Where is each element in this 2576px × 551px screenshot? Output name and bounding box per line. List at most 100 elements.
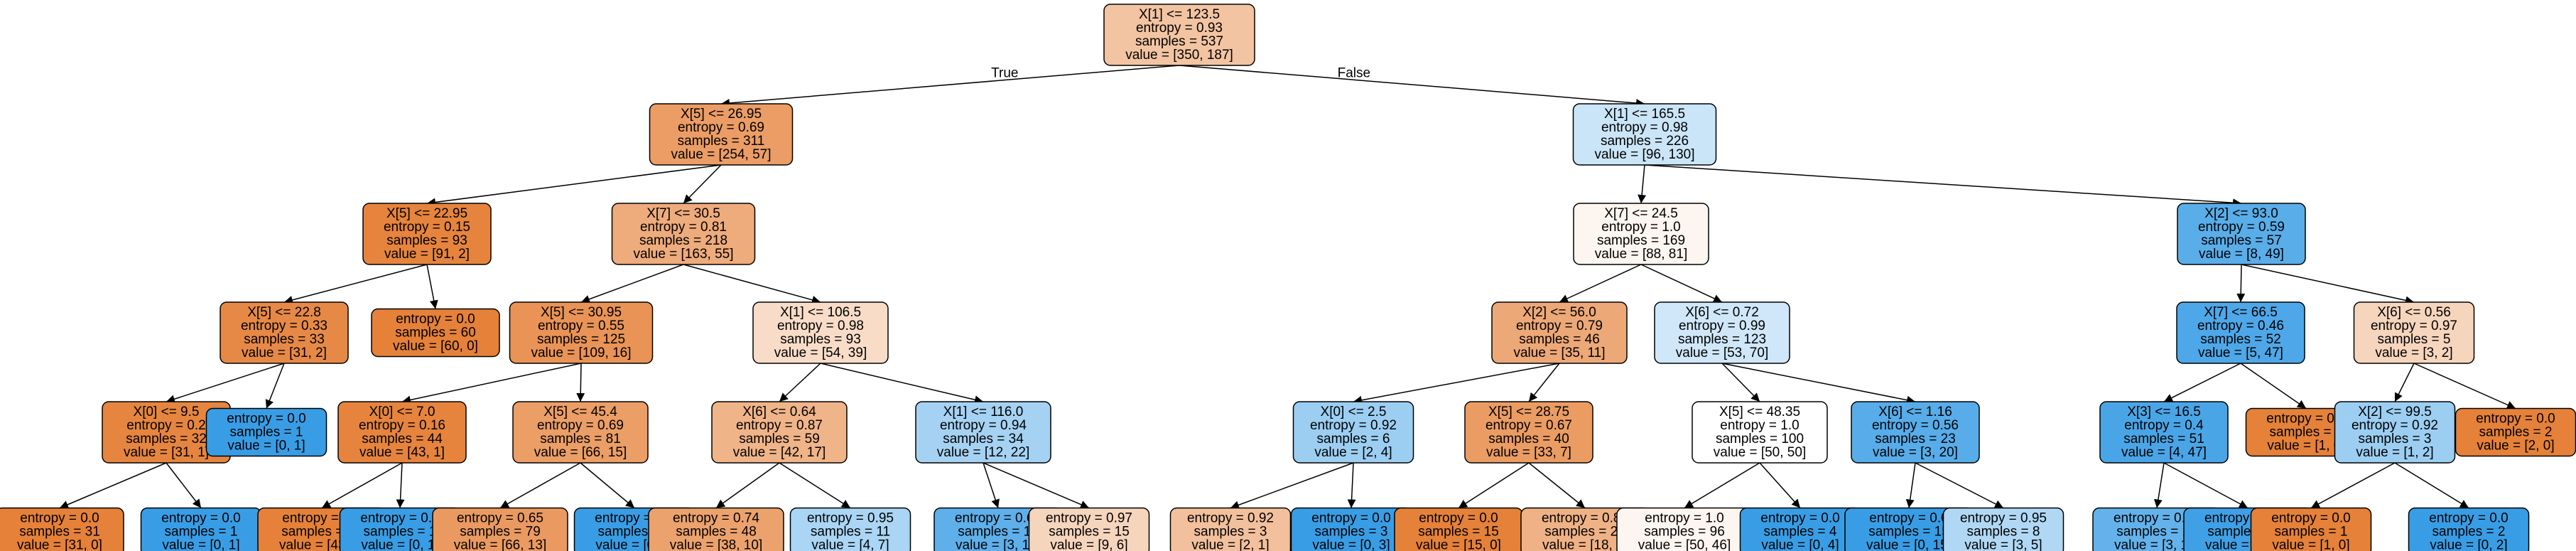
tree-edge xyxy=(1559,264,1642,303)
tree-edge xyxy=(1640,264,1723,303)
node-text-line: entropy = 0.16 xyxy=(359,418,445,433)
node-text-line: entropy = 0.81 xyxy=(640,220,727,235)
node-text-line: entropy = 0.93 xyxy=(1136,21,1223,36)
node-text-line: samples = 23 xyxy=(1875,432,1956,446)
node-box xyxy=(789,507,911,551)
node-text-line: value = [0, 2] xyxy=(2430,538,2507,551)
tree-edge xyxy=(1528,363,1560,402)
node-text-line: X[5] <= 30.95 xyxy=(541,305,622,320)
node-text-line: entropy = 0.0 xyxy=(20,511,99,526)
tree-edge xyxy=(1179,65,1645,107)
tree-edge xyxy=(401,363,582,405)
node-box xyxy=(1573,203,1709,265)
node-box xyxy=(2099,401,2229,464)
node-text-line: value = [0, 1] xyxy=(227,439,305,454)
tree-edge xyxy=(683,164,722,204)
tree-edge xyxy=(166,462,202,508)
node-text-line: entropy = 0.92 xyxy=(1187,511,1274,526)
node-text-line: entropy = 0.56 xyxy=(1872,418,1959,433)
node-box xyxy=(1572,103,1717,166)
node-text-line: value = [31, 1] xyxy=(124,445,209,460)
node-text-line: samples = 25 xyxy=(1544,525,1625,540)
node-text-line: samples = 1 xyxy=(230,425,303,440)
node-text-line: value = [38, 10] xyxy=(670,538,762,551)
node-text-line: value = [33, 7] xyxy=(1486,445,1571,460)
node-text-line: value = [4, 7] xyxy=(811,538,889,551)
node-text-line: samples = 93 xyxy=(386,233,467,248)
node-text-line: value = [54, 39] xyxy=(774,346,867,360)
node-box xyxy=(1103,4,1255,66)
node-text-line: X[2] <= 99.5 xyxy=(2358,405,2432,419)
tree-edge xyxy=(396,462,405,508)
tree-edge xyxy=(779,363,821,402)
tree-edge xyxy=(779,462,851,509)
tree-edge xyxy=(166,363,285,403)
tree-edge xyxy=(426,264,438,309)
node-box xyxy=(752,301,889,364)
node-text-line: samples = 15 xyxy=(1418,525,1499,540)
node-box xyxy=(371,308,500,358)
node-text-line: entropy = 0.74 xyxy=(673,511,759,526)
node-text-line: entropy = 0.0 xyxy=(2476,412,2555,427)
node-box xyxy=(2250,507,2372,551)
node-text-line: X[2] <= 56.0 xyxy=(1522,305,1596,320)
node-box xyxy=(2408,507,2530,551)
node-box xyxy=(1654,301,1790,364)
node-text-line: entropy = 0.69 xyxy=(678,120,764,135)
tree-edge xyxy=(1353,363,1560,405)
node-text-line: samples = 93 xyxy=(780,332,861,347)
tree-edge xyxy=(983,462,1000,508)
node-box xyxy=(711,401,848,464)
node-text-line: value = [4, 47] xyxy=(2121,445,2207,460)
node-text-line: entropy = 0.79 xyxy=(1516,319,1603,333)
node-box xyxy=(1028,507,1150,551)
node-text-line: entropy = 0.63 xyxy=(955,511,1041,526)
node-text-line: samples = 123 xyxy=(1678,332,1766,347)
node-text-line: X[1] <= 106.5 xyxy=(780,305,861,320)
node-box xyxy=(0,507,124,551)
tree-edge xyxy=(1347,462,1356,508)
node-text-line: X[0] <= 2.5 xyxy=(1321,405,1387,419)
tree-edge xyxy=(1528,462,1586,509)
node-text-line: value = [31, 2] xyxy=(242,346,327,360)
node-text-line: value = [3, 5] xyxy=(1964,538,2042,551)
node-box xyxy=(1692,401,1828,464)
node-text-line: value = [0, 4] xyxy=(1761,538,1839,551)
node-text-line: entropy = 0.4 xyxy=(2124,418,2204,433)
node-text-line: X[3] <= 16.5 xyxy=(2127,405,2201,419)
node-text-line: X[5] <= 28.75 xyxy=(1488,405,1569,419)
node-text-line: entropy = 0.2 xyxy=(126,418,205,433)
node-text-line: X[1] <= 116.0 xyxy=(943,405,1024,419)
node-text-line: samples = 33 xyxy=(244,332,325,347)
tree-edge xyxy=(2413,363,2516,410)
tree-edge xyxy=(1905,462,1916,508)
tree-edge xyxy=(576,363,585,402)
tree-edge xyxy=(820,363,984,405)
tree-edge xyxy=(2163,363,2241,402)
node-text-line: samples = 4 xyxy=(1764,525,1837,540)
node-text-line: X[5] <= 22.8 xyxy=(247,305,321,320)
node-text-line: entropy = 0.0 xyxy=(1869,511,1948,526)
node-box xyxy=(1292,401,1414,464)
node-text-line: samples = 1 xyxy=(2275,525,2348,540)
